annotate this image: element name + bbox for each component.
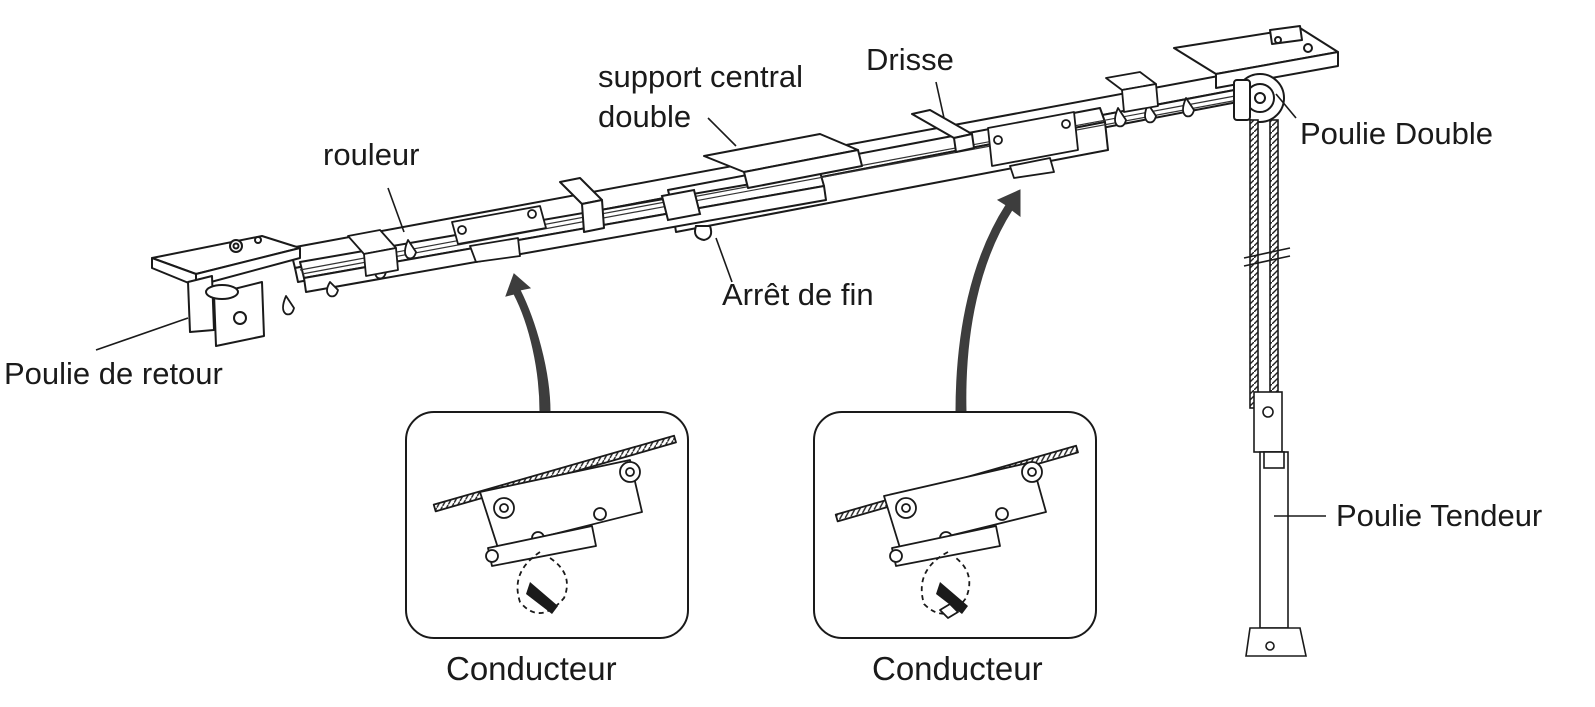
leader-rouleur bbox=[387, 187, 405, 233]
pointer-arrows bbox=[505, 189, 1021, 413]
label-poulie-tendeur: Poulie Tendeur bbox=[1336, 498, 1543, 533]
label-poulie-double: Poulie Double bbox=[1300, 116, 1494, 151]
leader-poulie-de-retour bbox=[95, 317, 189, 351]
end-stop bbox=[660, 188, 713, 242]
label-poulie-de-retour: Poulie de retour bbox=[4, 356, 223, 391]
runners bbox=[282, 71, 1195, 316]
arrow-left bbox=[505, 273, 551, 413]
leader-lines bbox=[95, 81, 1326, 517]
master-carriers bbox=[451, 111, 1079, 263]
leader-support-central bbox=[707, 117, 737, 147]
inset-left-master-carrier bbox=[405, 411, 689, 639]
return-pulley-bracket bbox=[151, 235, 301, 347]
label-support-central-line1: support central bbox=[598, 59, 804, 94]
tension-cord-assembly bbox=[1243, 119, 1307, 657]
label-drisse: Drisse bbox=[866, 42, 954, 77]
double-pulley-bracket bbox=[1173, 25, 1339, 123]
leader-drisse bbox=[935, 81, 945, 119]
arrow-right bbox=[955, 189, 1021, 413]
inset-right-master-carrier bbox=[813, 411, 1097, 639]
label-arret-de-fin: Arrêt de fin bbox=[722, 277, 874, 312]
caption-conducteur-right: Conducteur bbox=[872, 650, 1043, 687]
leader-poulie-double bbox=[1275, 93, 1297, 119]
double-center-support bbox=[559, 109, 975, 233]
leader-arret-de-fin bbox=[715, 237, 733, 283]
caption-conducteur-left: Conducteur bbox=[446, 650, 617, 687]
label-support-central-line2: double bbox=[598, 99, 692, 134]
label-rouleur: rouleur bbox=[323, 137, 420, 172]
